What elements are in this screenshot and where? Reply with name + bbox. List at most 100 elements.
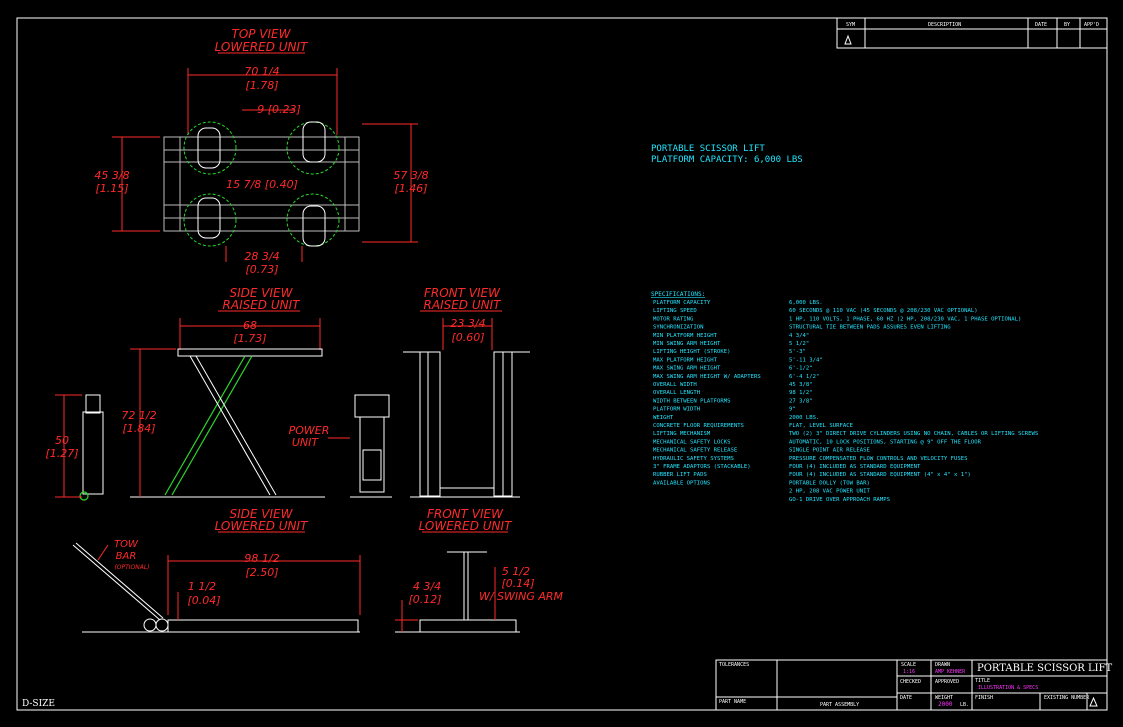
dim-lowered-1-m: [0.04] (187, 594, 220, 607)
title-label: TITLE (975, 678, 990, 684)
spec-value: 5 1/2" (789, 341, 809, 347)
rev-col-by: BY (1064, 22, 1070, 28)
scale-value: 1:16 (903, 669, 915, 675)
spec-label: MECHANICAL SAFETY LOCKS (653, 439, 730, 445)
front-lowered-subtitle: LOWERED UNIT (419, 519, 513, 533)
date-label: DATE (900, 695, 912, 701)
dim-top-left: 45 3/8 (94, 169, 129, 182)
dim-lowered-98-m: [2.50] (245, 566, 278, 579)
tow-bar-label-3: (OPTIONAL) (114, 564, 149, 571)
spec-value: FOUR (4) INCLUDED AS STANDARD EQUIPMENT … (789, 472, 971, 478)
spec-title: SPECIFICATIONS: (651, 291, 705, 298)
front-raised-drawing: 23 3/4 [0.60] POWER UNIT (289, 317, 530, 498)
rev-col-appd: APP'D (1084, 22, 1099, 28)
spec-label: PLATFORM WIDTH (653, 407, 700, 413)
dim-top-width: 70 1/4 (244, 65, 279, 78)
rev-col-description: DESCRIPTION (928, 22, 961, 28)
heading-line-1: PORTABLE SCISSOR LIFT (651, 144, 765, 154)
weight-value: 2000 (938, 701, 953, 708)
spec-label: LIFTING HEIGHT (STROKE) (653, 349, 730, 355)
revision-block: SYM DESCRIPTION DATE BY APP'D (836, 17, 1108, 49)
spec-label: PLATFORM CAPACITY (653, 300, 711, 306)
dim-lowered-1: 1 1/2 (188, 580, 216, 593)
front-lowered-title: FRONT VIEW (427, 507, 504, 521)
spec-label: 3" FRAME ADAPTORS (STACKABLE) (653, 464, 751, 470)
spec-label: LIFTING SPEED (653, 308, 697, 314)
subtitle-text: ILLUSTRATION & SPECS (978, 685, 1038, 691)
spec-label: OVERALL LENGTH (653, 390, 700, 396)
spec-value: 5'-3" (789, 349, 806, 355)
spec-value: 45 3/8" (789, 382, 813, 388)
spec-label: MAX SWING ARM HEIGHT (653, 366, 721, 372)
spec-label: MAX PLATFORM HEIGHT (653, 357, 718, 363)
dim-top-15: 15 7/8 [0.40] (226, 178, 298, 191)
dim-top-left-m: [1.15] (95, 182, 128, 195)
dim-top-28-m: [0.73] (245, 263, 278, 276)
spec-value: PORTABLE DOLLY (TOW BAR) (789, 480, 870, 486)
spec-value: AUTOMATIC, 10 LOCK POSITIONS, STARTING @… (789, 439, 982, 445)
spec-value: 98 1/2" (789, 390, 813, 396)
dim-front-lowered-5-m: [0.14] (501, 577, 534, 590)
weight-unit: LB. (960, 702, 969, 708)
side-raised-subtitle: RAISED UNIT (223, 298, 302, 312)
spec-value: 5'-11 3/4" (789, 357, 823, 363)
tow-bar-label-2: BAR (116, 551, 137, 562)
dim-top-right: 57 3/8 (393, 169, 428, 182)
dim-front-lowered-4: 4 3/4 (413, 580, 441, 593)
spec-label: CONCRETE FLOOR REQUIREMENTS (653, 423, 744, 429)
spec-value: PRESSURE COMPENSATED FLOW CONTROLS AND V… (789, 456, 968, 462)
rev-col-sym: SYM (846, 22, 855, 28)
heading-line-2: PLATFORM CAPACITY: 6,000 LBS (651, 155, 803, 165)
dim-front-lowered-4-m: [0.12] (408, 593, 441, 606)
top-view-title: TOP VIEW (231, 27, 291, 41)
spec-value: 9" (789, 407, 796, 413)
spec-value: STRUCTURAL TIE BETWEEN PADS ASSURES EVEN… (789, 325, 951, 331)
dim-front-lowered-5: 5 1/2 (502, 565, 530, 578)
spec-value: 4 3/4" (789, 333, 809, 339)
spec-label: AVAILABLE OPTIONS (653, 480, 710, 486)
front-raised-title: FRONT VIEW (424, 286, 501, 300)
dim-top-28: 28 3/4 (244, 250, 279, 263)
spec-label: OVERALL WIDTH (653, 382, 697, 388)
drawn-value: AMP KEHNER (935, 669, 966, 675)
part-name-label: PART NAME (719, 699, 746, 705)
spec-value: TWO (2) 3" DIRECT DRIVE CYLINDERS USING … (789, 431, 1038, 437)
title-triangle-icon (1089, 696, 1098, 707)
dim-raised-72: 72 1/2 (121, 409, 156, 422)
dim-raised-68: 68 (243, 319, 257, 332)
spec-value: 6'-4 1/2" (789, 374, 819, 380)
side-lowered-title: SIDE VIEW (230, 507, 294, 521)
spec-label: MIN PLATFORM HEIGHT (653, 333, 718, 339)
side-raised-drawing: 68 [1.73] 72 1/2 [1.84] 50 [1.27] (45, 318, 325, 501)
dim-raised-72-m: [1.84] (122, 422, 155, 435)
spec-label: MOTOR RATING (653, 316, 694, 322)
spec-label: WIDTH BETWEEN PLATFORMS (653, 398, 730, 404)
spec-value: 1 HP, 110 VOLTS, 1 PHASE, 60 HZ (2 HP, 2… (789, 316, 1021, 322)
dim-raised-50: 50 (55, 434, 69, 447)
dim-raised-50-m: [1.27] (45, 447, 78, 460)
weight-label: WEIGHT (935, 695, 953, 701)
side-lowered-subtitle: LOWERED UNIT (215, 519, 309, 533)
spec-label: RUBBER LIFT PADS (653, 472, 707, 478)
spec-value: 60 SECONDS @ 110 VAC (45 SECONDS @ 208/2… (789, 308, 978, 314)
top-view-drawing: 70 1/4 [1.78] 9 [0.23] 15 7/8 [0.40] 45 … (94, 65, 428, 276)
spec-label: MAX SWING ARM HEIGHT W/ ADAPTERS (653, 374, 761, 380)
swing-arm-label: W/ SWING ARM (479, 590, 564, 603)
spec-value: 2000 LBS. (789, 415, 819, 421)
spec-extra: GO-1 DRIVE OVER APPROACH RAMPS (789, 497, 890, 503)
dim-top-width-m: [1.78] (245, 79, 278, 92)
front-raised-subtitle: RAISED UNIT (424, 298, 503, 312)
spec-value: FOUR (4) INCLUDED AS STANDARD EQUIPMENT (789, 464, 921, 470)
spec-label: WEIGHT (653, 415, 674, 421)
side-lowered-drawing: TOW BAR (OPTIONAL) 98 1/2 [2.50] 1 1/2 [… (72, 539, 361, 633)
spec-label: MECHANICAL SAFETY RELEASE (653, 448, 738, 454)
tow-bar-label-1: TOW (114, 539, 139, 550)
front-lowered-drawing: 4 3/4 [0.12] 5 1/2 [0.14] W/ SWING ARM (395, 551, 564, 633)
dim-top-right-m: [1.46] (394, 182, 427, 195)
side-raised-title: SIDE VIEW (230, 286, 294, 300)
spec-label: LIFTING MECHANISM (653, 431, 711, 437)
existing-number-label: EXISTING NUMBER (1044, 695, 1090, 701)
spec-value: 6,000 LBS. (789, 300, 823, 306)
spec-label: MIN SWING ARM HEIGHT (653, 341, 721, 347)
dim-front-23-m: [0.60] (451, 331, 484, 344)
